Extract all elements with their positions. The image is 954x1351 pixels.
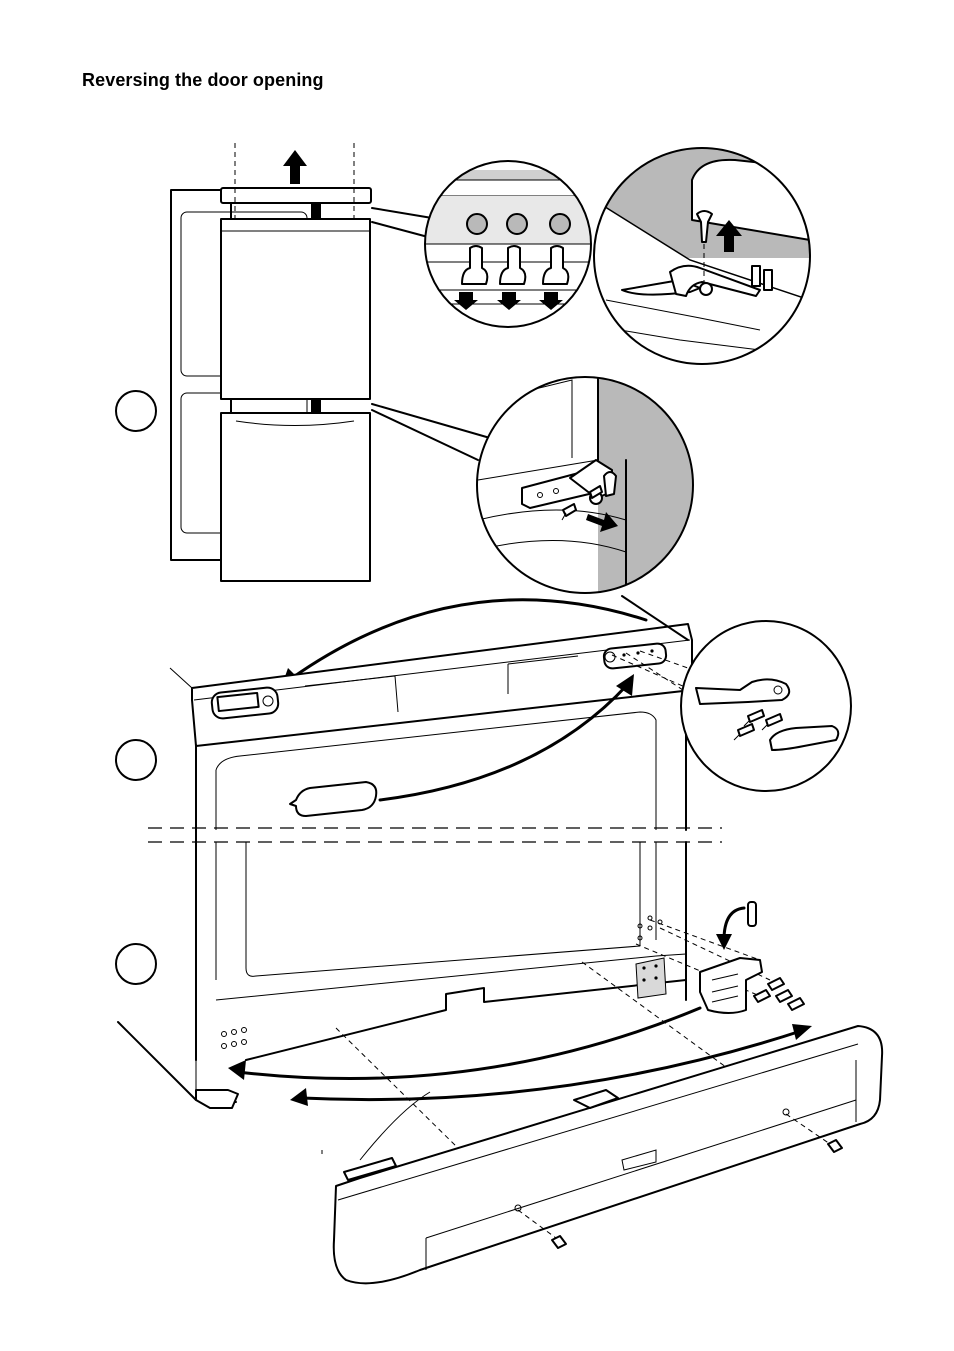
detail-top-hinge — [594, 148, 814, 370]
detail-hinge-parts — [681, 621, 851, 791]
detail-middle-hinge — [477, 370, 698, 600]
step-circle-1 — [116, 391, 156, 431]
break-lines — [148, 828, 722, 842]
step-3-door-bottom — [118, 842, 882, 1283]
step-circle-3 — [116, 944, 156, 984]
lift-arrow-icon — [283, 150, 307, 184]
detail-top-screws — [420, 161, 600, 327]
step-circle-2 — [116, 740, 156, 780]
